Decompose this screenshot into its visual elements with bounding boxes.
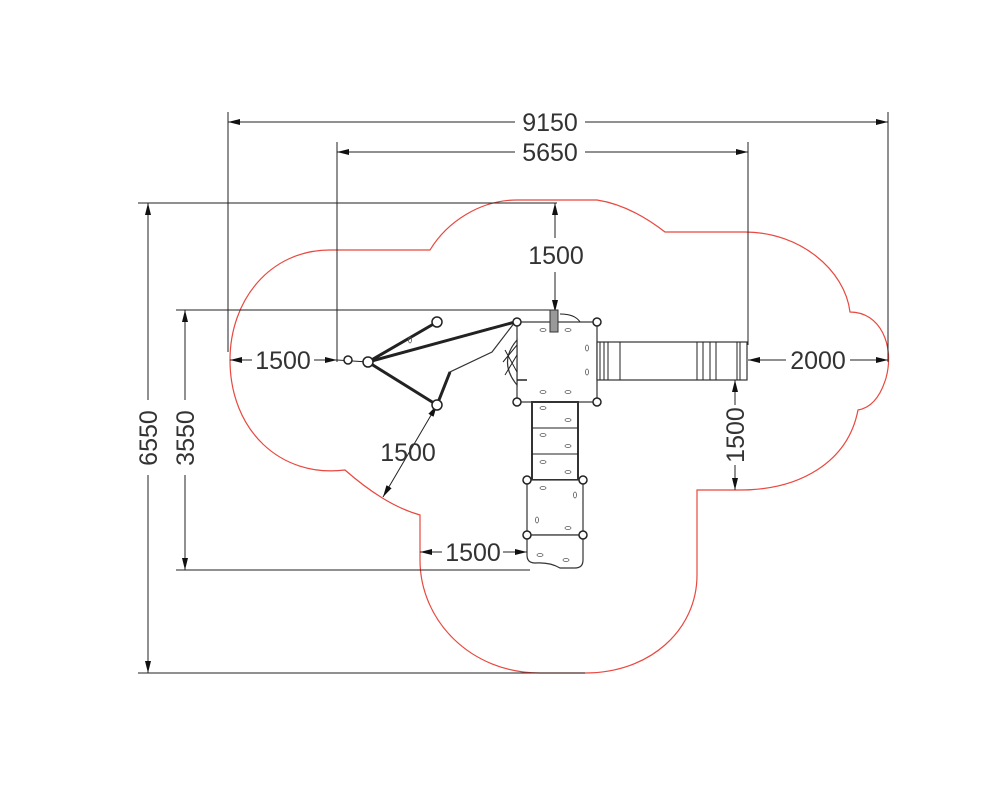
dim-slide-clearance: 2000	[790, 347, 846, 375]
dim-overall-width: 9150	[522, 109, 578, 137]
safety-zone-outline	[229, 199, 890, 674]
dim-bottom-clearance: 1500	[445, 539, 501, 567]
dimension-lines	[145, 119, 888, 673]
dim-left-clearance: 1500	[255, 347, 311, 375]
dim-right-clearance: 1500	[722, 407, 750, 463]
slide	[596, 341, 748, 381]
step-platform	[526, 534, 584, 569]
dim-top-clearance: 1500	[528, 242, 584, 270]
lower-deck	[526, 479, 584, 536]
tower-deck	[516, 321, 598, 403]
dim-inner-width: 5650	[522, 139, 578, 167]
bridge	[531, 401, 579, 481]
extension-lines	[138, 112, 889, 674]
dim-overall-depth: 6550	[135, 410, 163, 466]
play-structure	[336, 309, 748, 569]
dim-diagonal-clearance: 1500	[380, 439, 436, 467]
dim-inner-depth: 3550	[172, 410, 200, 466]
